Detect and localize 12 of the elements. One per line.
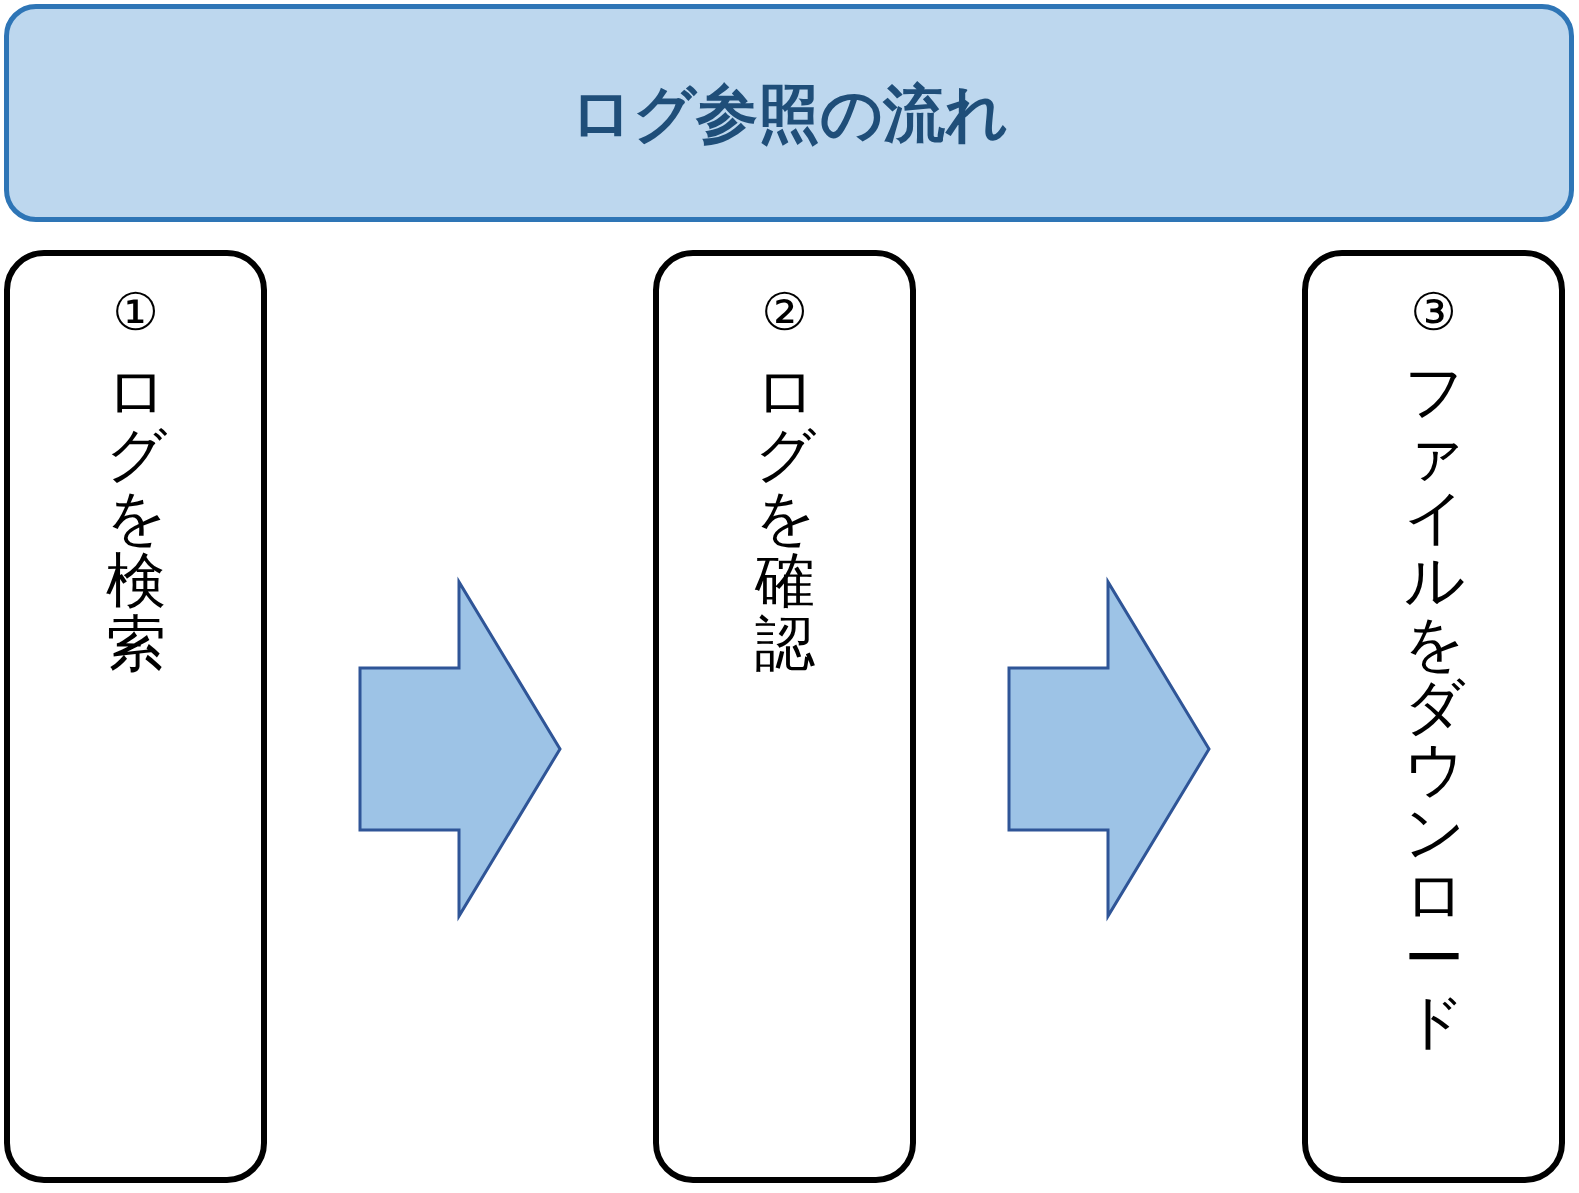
block-arrow: [1007, 576, 1211, 922]
step-label: ファイルをダウンロード: [1403, 360, 1464, 1053]
step-number: ①: [112, 286, 159, 338]
step-label: ログを確認: [754, 360, 815, 675]
block-arrow: [358, 576, 562, 922]
step-box: [1302, 250, 1565, 1183]
step-label: ログを検索: [105, 360, 166, 675]
step-number: ③: [1410, 286, 1457, 338]
step-number: ②: [761, 286, 808, 338]
step-box: [653, 250, 916, 1183]
title: ログ参照の流れ: [570, 75, 1008, 152]
step-box: [4, 250, 267, 1183]
